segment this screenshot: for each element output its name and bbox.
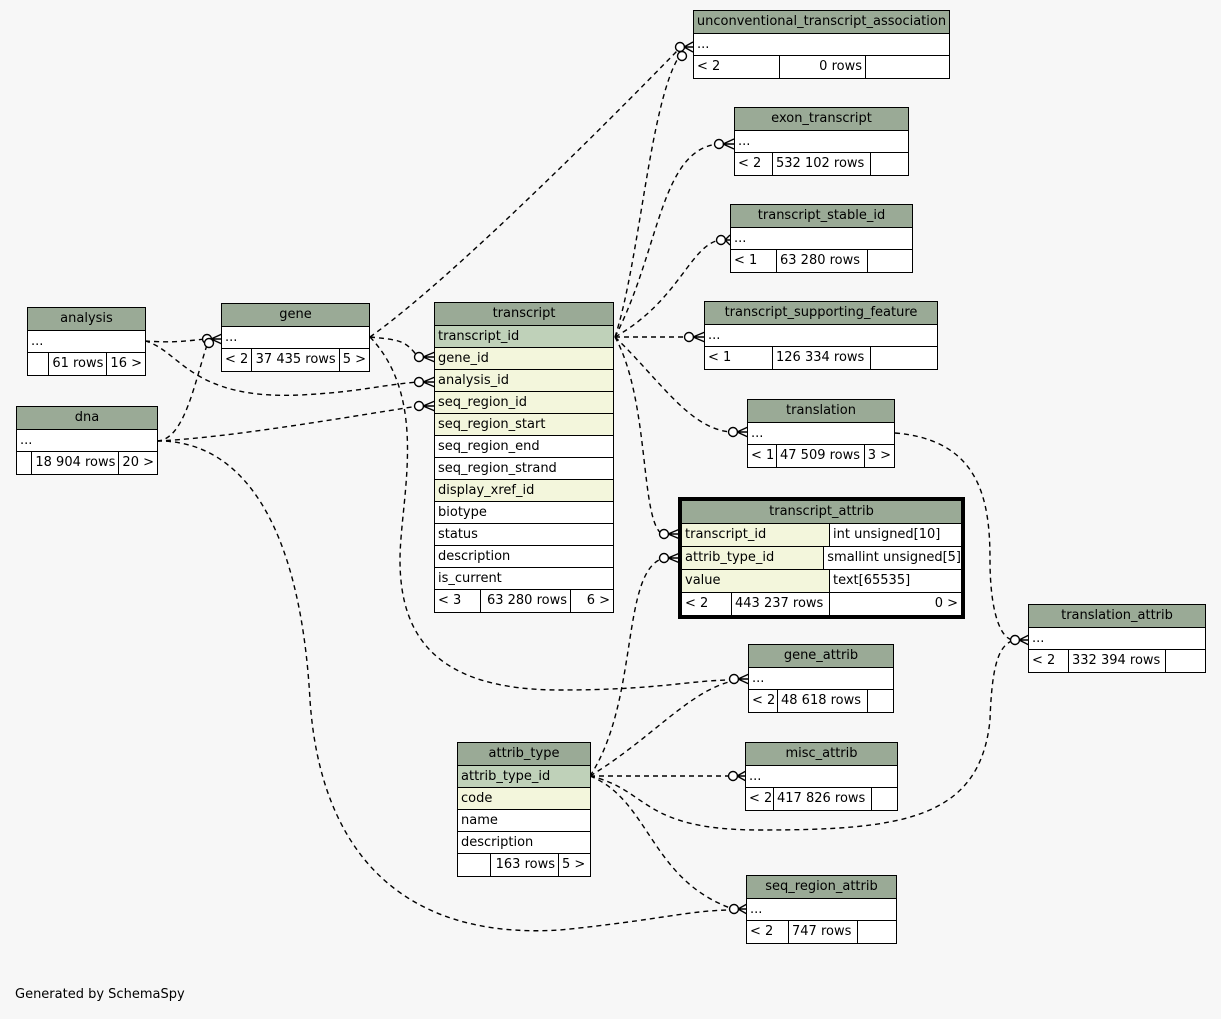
table-title: transcript_attrib (682, 501, 961, 524)
column-row: ... (694, 34, 949, 56)
table-stats: < 1 126 334 rows (705, 347, 937, 369)
table-title: translation_attrib (1029, 605, 1205, 628)
table-translation[interactable]: translation ... < 1 47 509 rows 3 > (747, 399, 895, 468)
column-row: ... (748, 423, 894, 445)
edge-gene-geneattrib (369, 336, 734, 691)
table-exon-transcript[interactable]: exon_transcript ... < 2 532 102 rows (734, 107, 909, 176)
edge-analysis-gene (144, 338, 207, 343)
edge-transcript-translation (614, 336, 733, 433)
column-analysis-id: analysis_id (435, 370, 613, 392)
table-stats: < 2 0 rows (694, 56, 949, 78)
table-stats: 163 rows 5 > (458, 854, 590, 876)
table-stats: < 2 332 394 rows (1029, 650, 1205, 672)
column-row: ... (17, 430, 157, 452)
edge-gene-transcript (369, 336, 419, 358)
table-stats: 61 rows 16 > (28, 353, 145, 375)
table-stats: < 1 63 280 rows (731, 250, 912, 272)
column-row: ... (731, 228, 912, 250)
table-title: transcript_stable_id (731, 205, 912, 228)
table-title: gene (222, 304, 369, 327)
table-title: translation (748, 400, 894, 423)
column-attrib-type-id: attrib_type_id smallint unsigned[5] (682, 547, 961, 570)
column-attrib-type-id: attrib_type_id (458, 766, 590, 788)
table-dna[interactable]: dna ... 18 904 rows 20 > (16, 406, 158, 475)
column-row: ... (749, 668, 893, 690)
edge-gene-uta (369, 49, 679, 338)
table-title: transcript (435, 303, 613, 326)
table-title: gene_attrib (749, 645, 893, 668)
column-description: description (458, 832, 590, 854)
column-row: ... (28, 331, 145, 353)
edge-attrib-translationattrib (589, 639, 1015, 831)
table-translation-attrib[interactable]: translation_attrib ... < 2 332 394 rows (1028, 604, 1206, 673)
table-transcript-attrib[interactable]: transcript_attrib transcript_id int unsi… (678, 497, 965, 619)
table-stats: < 2 48 618 rows (749, 690, 893, 712)
table-title: exon_transcript (735, 108, 908, 131)
column-row: ... (222, 327, 369, 349)
table-analysis[interactable]: analysis ... 61 rows 16 > (27, 307, 146, 376)
table-unconventional-transcript-association[interactable]: unconventional_transcript_association ..… (693, 10, 950, 79)
footer-credit: Generated by SchemaSpy (15, 987, 185, 1002)
table-stats: < 2 443 237 rows 0 > (682, 593, 961, 615)
table-gene[interactable]: gene ... < 2 37 435 rows 5 > (221, 303, 370, 372)
table-title: transcript_supporting_feature (705, 302, 937, 325)
column-seq-region-strand: seq_region_strand (435, 458, 613, 480)
column-row: ... (1029, 628, 1205, 650)
table-seq-region-attrib[interactable]: seq_region_attrib ... < 2 747 rows (746, 875, 897, 944)
column-row: ... (747, 899, 896, 921)
edge-dna-sra (156, 440, 734, 932)
column-transcript-id: transcript_id int unsigned[10] (682, 524, 961, 547)
edge-analysis-transcript (144, 340, 419, 396)
column-name: name (458, 810, 590, 832)
column-row: ... (746, 766, 897, 788)
table-stats: < 2 532 102 rows (735, 153, 908, 175)
table-gene-attrib[interactable]: gene_attrib ... < 2 48 618 rows (748, 644, 894, 713)
table-transcript-supporting-feature[interactable]: transcript_supporting_feature ... < 1 12… (704, 301, 938, 370)
edge-attrib-sra (589, 775, 734, 910)
edge-transcript-tattrib (614, 336, 663, 535)
column-biotype: biotype (435, 502, 613, 524)
column-display-xref-id: display_xref_id (435, 480, 613, 502)
edge-attrib-tattrib (589, 557, 665, 777)
table-misc-attrib[interactable]: misc_attrib ... < 2 417 826 rows (745, 742, 898, 811)
table-title: attrib_type (458, 743, 590, 766)
column-gene-id: gene_id (435, 348, 613, 370)
column-row: ... (735, 131, 908, 153)
table-stats: < 2 747 rows (747, 921, 896, 943)
column-code: code (458, 788, 590, 810)
table-stats: < 3 63 280 rows 6 > (435, 590, 613, 612)
column-seq-region-id: seq_region_id (435, 392, 613, 414)
edge-transcript-exon (614, 143, 719, 338)
table-attrib-type[interactable]: attrib_type attrib_type_id code name des… (457, 742, 591, 877)
edge-dna-transcript (156, 405, 419, 442)
column-seq-region-end: seq_region_end (435, 436, 613, 458)
edge-attrib-geneattrib (589, 680, 734, 777)
edge-translation-tattrib2 (894, 432, 1015, 641)
table-transcript-stable-id[interactable]: transcript_stable_id ... < 1 63 280 rows (730, 204, 913, 273)
table-title: dna (17, 407, 157, 430)
table-title: seq_region_attrib (747, 876, 896, 899)
edge-dna-gene (156, 341, 209, 442)
column-description: description (435, 546, 613, 568)
table-title: unconventional_transcript_association (694, 11, 949, 34)
column-transcript-id: transcript_id (435, 326, 613, 348)
table-stats: < 2 37 435 rows 5 > (222, 349, 369, 371)
column-seq-region-start: seq_region_start (435, 414, 613, 436)
table-title: misc_attrib (746, 743, 897, 766)
edge-transcript-uta (614, 54, 681, 338)
column-status: status (435, 524, 613, 546)
table-title: analysis (28, 308, 145, 331)
column-is-current: is_current (435, 568, 613, 590)
column-row: ... (705, 325, 937, 347)
table-transcript[interactable]: transcript transcript_id gene_id analysi… (434, 302, 614, 613)
table-stats: 18 904 rows 20 > (17, 452, 157, 474)
table-stats: < 1 47 509 rows 3 > (748, 445, 894, 467)
column-value: value text[65535] (682, 570, 961, 593)
table-stats: < 2 417 826 rows (746, 788, 897, 810)
